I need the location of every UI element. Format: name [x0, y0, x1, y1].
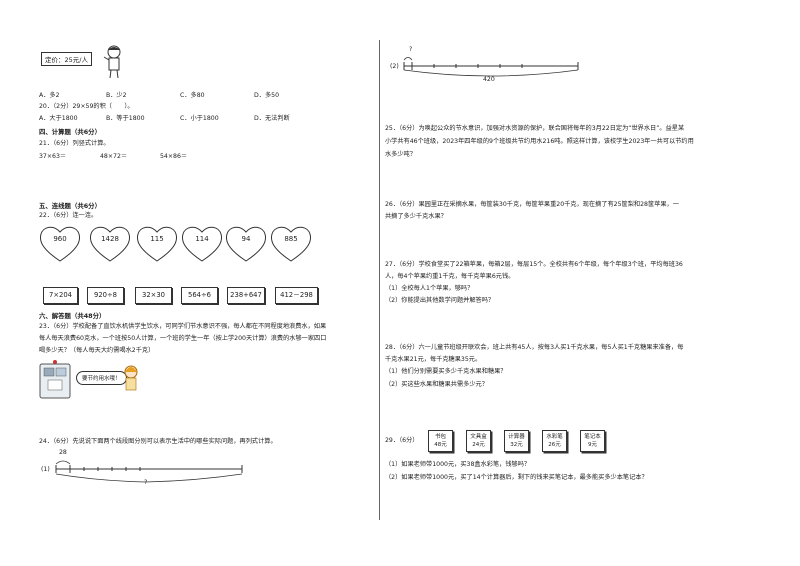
- heart-card[interactable]: 885: [269, 224, 313, 264]
- q28-line-1: 28．（6分）六一儿童节班级开联欢会，班上共有45人，按每3人买1千克水果，每5…: [385, 344, 684, 351]
- item-card-calculator[interactable]: 计算器 32元: [504, 430, 529, 452]
- student-illustration: [102, 44, 126, 80]
- q25-line-1: 25．（6分）为唤起公众的节水意识，加强对水资源的保护，联合国将每年的3月22日…: [385, 125, 685, 132]
- item-card-watercolor-pen[interactable]: 水彩笔 26元: [542, 430, 567, 452]
- water-dispenser-illustration: [38, 360, 72, 400]
- heart-value: 1428: [101, 235, 119, 243]
- price-tag: 定价：25元/人: [41, 52, 92, 66]
- q20-prompt: 20．（2分）29×59的积（ ）。: [39, 103, 134, 110]
- heart-card[interactable]: 115: [135, 224, 179, 264]
- segment-1-bottom-value: ?: [144, 479, 148, 486]
- q25-line-2: 小学共有46个班级，2023年四年级的9个班级共节约用水216吨。照这样计算，该…: [385, 138, 694, 145]
- q21-prompt: 21．（6分）列竖式计算。: [39, 140, 110, 147]
- q19-option-c: C．多80: [180, 92, 205, 99]
- q28-line-2: 千克水果21元，每千克糖果35元。: [385, 356, 482, 363]
- segment-2-bottom-value: 420: [483, 76, 495, 83]
- heart-card[interactable]: 1428: [88, 224, 132, 264]
- item-price: 26元: [548, 442, 561, 448]
- q29-sub-2: （2）如果老师带1000元，买了14个计算器后，剩下的钱来买笔记本，最多能买多少…: [385, 474, 648, 481]
- expression-box[interactable]: 32×30: [135, 287, 172, 304]
- heart-value: 115: [150, 235, 164, 243]
- heart-value: 94: [241, 235, 251, 243]
- heart-card[interactable]: 960: [38, 224, 82, 264]
- item-name: 书包: [434, 434, 446, 440]
- segment-2-top-value: ?: [409, 46, 413, 53]
- q26-line-2: 共摘了多少千克水果？: [385, 213, 447, 220]
- q29-prompt: 29．（6分）: [385, 437, 419, 444]
- item-name: 水彩笔: [546, 434, 563, 440]
- section-6-title: 六、解答题（共48分）: [39, 312, 106, 320]
- heart-value: 960: [53, 235, 67, 243]
- segment-2-label: (2): [390, 63, 399, 70]
- segment-1-top-value: 28: [59, 449, 67, 456]
- item-card-pencil-case[interactable]: 文具盒 24元: [466, 430, 491, 452]
- q28-sub-2: （2）买这些水果和糖果共需多少元？: [385, 381, 488, 388]
- expression-box[interactable]: 920÷8: [87, 287, 124, 304]
- q23-line-2: 每人每天浪费60克水，一个班按50人计算，一个班的学生一年（按上学200天计算）…: [39, 335, 327, 342]
- q19-option-a: A．多2: [39, 92, 60, 99]
- q24-prompt: 24．（6分）先说说下面两个线段图分别可以表示生活中的哪些实际问题，再列式计算。: [39, 438, 277, 445]
- item-name: 计算器: [508, 434, 525, 440]
- q21-item-2: 48×72＝: [100, 153, 128, 160]
- item-name: 文具盒: [470, 434, 487, 440]
- item-card-notebook[interactable]: 笔记本 9元: [580, 430, 605, 452]
- q29-sub-1: （1）如果老师带1000元，买38盒水彩笔，钱够吗？: [385, 461, 531, 468]
- item-price: 24元: [472, 442, 485, 448]
- q20-option-b: B．等于1800: [106, 115, 145, 122]
- heart-value: 885: [284, 235, 298, 243]
- q27-line-1: 27．（6分）学校食堂买了22箱苹果，每箱2层，每层15个。全校共有6个年级，每…: [385, 261, 683, 268]
- q22-prompt: 22．（6分）连一连。: [39, 212, 98, 219]
- q21-item-3: 54×86＝: [160, 153, 188, 160]
- q27-line-2: 人，每4个苹果约重1千克，每千克苹果6元钱。: [385, 273, 515, 280]
- speech-bubble: 要节约用水哦！: [76, 371, 127, 385]
- item-price: 32元: [510, 442, 523, 448]
- expression-box[interactable]: 564÷6: [181, 287, 218, 304]
- q19-option-d: D．多50: [254, 92, 280, 99]
- segment-diagram-2: [403, 57, 579, 77]
- item-card-schoolbag[interactable]: 书包 48元: [428, 430, 453, 452]
- q27-sub-2: （2）你能提出其他数学问题并解答吗？: [385, 297, 495, 304]
- section-5-title: 五、连线题（共6分）: [39, 202, 101, 210]
- segment-diagram-1: [55, 460, 243, 483]
- q20-option-a: A．大于1800: [39, 115, 78, 122]
- q26-line-1: 26．（6分）果园里正在采摘水果，每筐装30千克，每筐苹果重20千克，现在摘了有…: [385, 201, 679, 208]
- q28-sub-1: （1）他们分别需要买多少千克水果和糖果？: [385, 368, 507, 375]
- item-name: 笔记本: [584, 434, 601, 440]
- column-divider: [379, 40, 380, 520]
- heart-value: 114: [195, 235, 209, 243]
- expression-box[interactable]: 238+647: [227, 287, 265, 304]
- heart-card[interactable]: 94: [224, 224, 268, 264]
- q21-item-1: 37×63＝: [39, 153, 67, 160]
- heart-card[interactable]: 114: [180, 224, 224, 264]
- section-4-title: 四、计算题（共6分）: [39, 128, 101, 136]
- q20-option-d: D．无法判断: [254, 115, 290, 122]
- q27-sub-1: （1）全校每人1个苹果，够吗？: [385, 285, 474, 292]
- q19-option-b: B．少2: [106, 92, 127, 99]
- q23-line-1: 23．（6分）学校配备了直饮水机供学生饮水，可同学们节水意识不强，每人都在不同程…: [39, 323, 327, 330]
- q20-option-c: C．小于1800: [180, 115, 219, 122]
- item-price: 48元: [434, 442, 447, 448]
- q23-line-3: 喝多少天？（每人每天大约需喝水2千克）: [39, 347, 155, 354]
- expression-box[interactable]: 412－298: [275, 287, 318, 304]
- girl-illustration: [122, 364, 140, 394]
- expression-box[interactable]: 7×204: [43, 287, 78, 304]
- q25-line-3: 水多少吨？: [385, 151, 416, 158]
- segment-1-label: (1): [41, 466, 50, 473]
- item-price: 9元: [588, 442, 597, 448]
